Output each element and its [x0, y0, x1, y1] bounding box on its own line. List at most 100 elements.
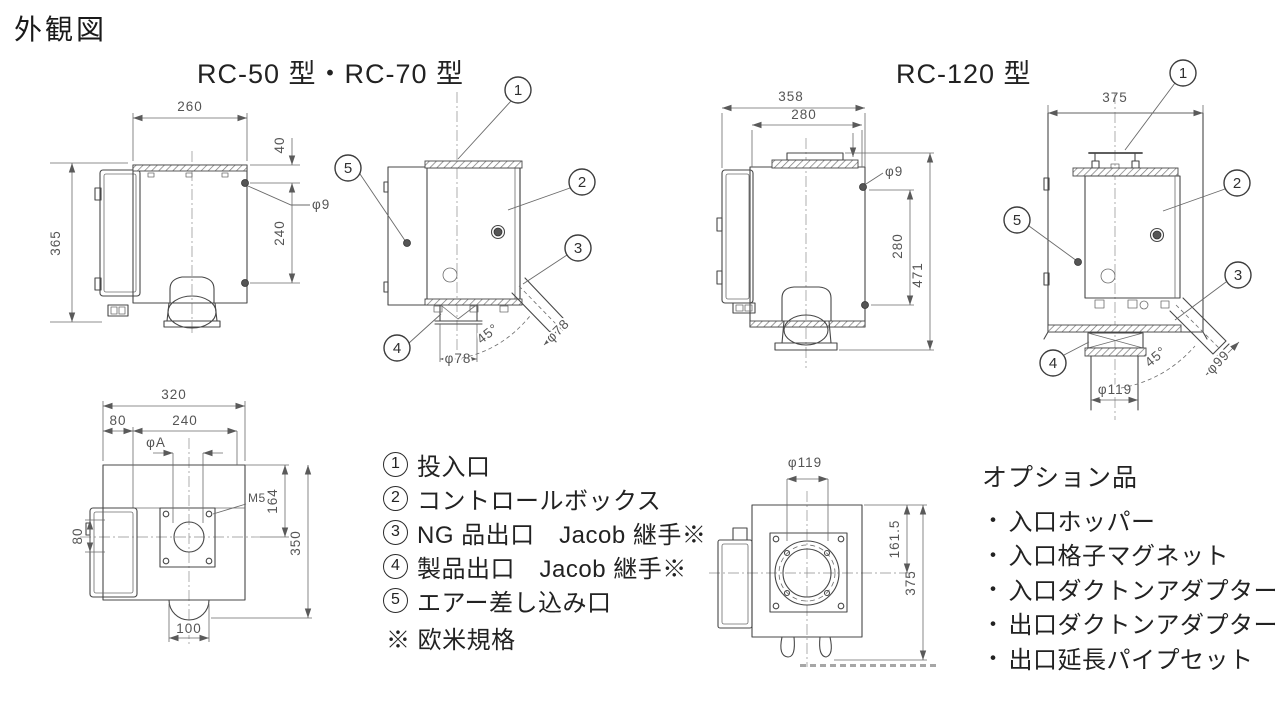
callout-3-badge: 3 — [564, 234, 592, 262]
model-header-rc50-70: RC-50 型・RC-70 型 — [197, 59, 465, 89]
rc50-side-body — [94, 151, 249, 336]
callout-1-badge: 1 — [1169, 59, 1197, 87]
dim-phiA: φA — [146, 435, 166, 450]
air-inlet-hole — [1074, 258, 1082, 266]
mount-hole — [861, 301, 869, 309]
rc120-side-dimensions: 358 280 φ9 280 471 — [721, 89, 934, 351]
legend-item-5: 5 エアー差し込み口 — [383, 583, 703, 617]
svg-text:4: 4 — [393, 340, 401, 357]
svg-text:5: 5 — [344, 160, 352, 177]
option-item-4-label: 出口ダクトンアダプター — [1008, 612, 1275, 640]
legend-item-1-label: 投入口 — [417, 453, 491, 481]
option-item-2: ・ 入口格子マグネット — [982, 537, 1275, 572]
dim-40: 40 — [272, 136, 287, 153]
callout-2-badge: 2 — [568, 168, 596, 196]
callout-5-badge: 5 — [1003, 206, 1031, 234]
option-item-3-label: 入口ダクトンアダプター — [1008, 577, 1275, 605]
mount-hole — [241, 279, 249, 287]
svg-text:1: 1 — [514, 82, 522, 99]
dim-471: 471 — [910, 262, 925, 288]
dim-260: 260 — [177, 99, 203, 114]
legend-note: ※ 欧米規格 — [386, 627, 516, 654]
bullet: ・ — [982, 646, 1005, 672]
dim-phi9: φ9 — [312, 197, 330, 212]
callout-5-badge: 5 — [383, 587, 408, 613]
callout-5-badge: 5 — [334, 154, 362, 182]
dim-80-top: 80 — [109, 413, 126, 428]
callout-4-badge: 4 — [383, 553, 408, 579]
rc120-bottom-dimensions: φ119 161.5 375 — [786, 455, 927, 661]
dim-phi9: φ9 — [885, 164, 903, 179]
rc50-top-dimensions: 320 80 240 φA M5 164 350 80 100 — [70, 387, 312, 642]
model-header-rc120: RC-120 型 — [896, 59, 1032, 89]
dim-45deg: 45° — [1142, 343, 1170, 370]
control-box-screw — [1149, 227, 1165, 243]
dim-80-left: 80 — [70, 527, 85, 544]
rc50-front-dimensions: φ78 φ78 45° — [439, 314, 574, 368]
rc120-bottom-body — [709, 491, 917, 667]
air-inlet-hole — [403, 239, 411, 247]
dim-358: 358 — [778, 89, 804, 104]
dim-280-top: 280 — [791, 107, 817, 122]
callout-4-badge: 4 — [383, 334, 411, 362]
dim-100: 100 — [176, 621, 202, 636]
dim-164: 164 — [265, 488, 280, 514]
option-item-5: ・ 出口延長パイプセット — [982, 640, 1275, 675]
legend-item-2-label: コントロールボックス — [417, 487, 662, 515]
svg-text:3: 3 — [1234, 267, 1242, 284]
callout-4-badge: 4 — [1039, 349, 1067, 377]
dim-280-right: 280 — [890, 233, 905, 259]
rc50-front-body — [383, 92, 567, 358]
dim-phi119: φ119 — [1098, 382, 1132, 397]
options-title: オプション品 — [982, 464, 1139, 492]
rc120-front-body — [1043, 93, 1230, 420]
legend: 1 投入口 2 コントロールボックス 3 NG 品出口 Jacob 継手※ 4 … — [383, 447, 707, 655]
dim-161-5: 161.5 — [887, 520, 902, 559]
mount-hole — [859, 183, 867, 191]
options-list: オプション品 ・ 入口ホッパー ・ 入口格子マグネット ・ 入口ダクトンアダプタ… — [982, 458, 1275, 675]
dim-320: 320 — [161, 387, 187, 402]
dim-365: 365 — [48, 230, 63, 256]
rc120-front-view-drawing: 375 φ119 φ99 45° 1 2 3 4 5 — [1003, 59, 1252, 420]
rc120-bottom-view-drawing: φ119 161.5 375 — [709, 455, 927, 667]
callout-1-badge: 1 — [383, 451, 408, 477]
mount-hole — [241, 179, 249, 187]
rc50-top-body — [80, 438, 260, 647]
rc120-front-callouts: 1 2 3 4 5 — [1003, 59, 1252, 377]
bullet: ・ — [982, 577, 1005, 603]
bullet: ・ — [982, 542, 1005, 568]
dim-350: 350 — [288, 530, 303, 556]
control-box-screw — [490, 224, 506, 240]
option-item-4: ・ 出口ダクトンアダプター — [982, 606, 1275, 641]
option-item-3: ・ 入口ダクトンアダプター — [982, 571, 1275, 606]
rc50-side-view-drawing: 260 365 40 240 φ9 — [48, 99, 330, 336]
dim-phi99: φ99 — [1203, 347, 1232, 377]
callout-3-badge: 3 — [1224, 261, 1252, 289]
svg-text:4: 4 — [1049, 355, 1057, 372]
rc120-side-body — [716, 138, 869, 368]
option-item-2-label: 入口格子マグネット — [1008, 543, 1230, 571]
option-item-1: ・ 入口ホッパー — [982, 502, 1275, 537]
rc50-side-dimensions: 260 365 40 240 φ9 — [48, 99, 330, 323]
rc50-top-view-drawing: 320 80 240 φA M5 164 350 80 100 — [70, 387, 312, 647]
svg-text:2: 2 — [1233, 175, 1241, 192]
svg-text:1: 1 — [1179, 65, 1187, 82]
legend-item-5-label: エアー差し込み口 — [417, 589, 612, 617]
svg-text:2: 2 — [578, 174, 586, 191]
callout-2-badge: 2 — [383, 485, 408, 511]
rc120-side-view-drawing: 358 280 φ9 280 471 — [716, 89, 934, 368]
rc50-front-callouts: 1 2 3 4 5 — [334, 76, 596, 362]
legend-item-3-label: NG 品出口 Jacob 継手※ — [417, 521, 707, 549]
dim-375: 375 — [903, 570, 918, 596]
legend-item-2: 2 コントロールボックス — [383, 481, 703, 515]
bullet: ・ — [982, 611, 1005, 637]
legend-item-4: 4 製品出口 Jacob 継手※ — [383, 549, 703, 583]
legend-item-1: 1 投入口 — [383, 447, 703, 481]
rc50-front-view-drawing: φ78 φ78 45° 1 2 3 4 5 — [334, 76, 596, 368]
scan-artifact — [800, 664, 940, 667]
dim-m5: M5 — [248, 491, 266, 505]
bullet: ・ — [982, 508, 1005, 534]
dim-240: 240 — [172, 413, 198, 428]
dim-375: 375 — [1102, 90, 1128, 105]
callout-3-badge: 3 — [383, 519, 408, 545]
